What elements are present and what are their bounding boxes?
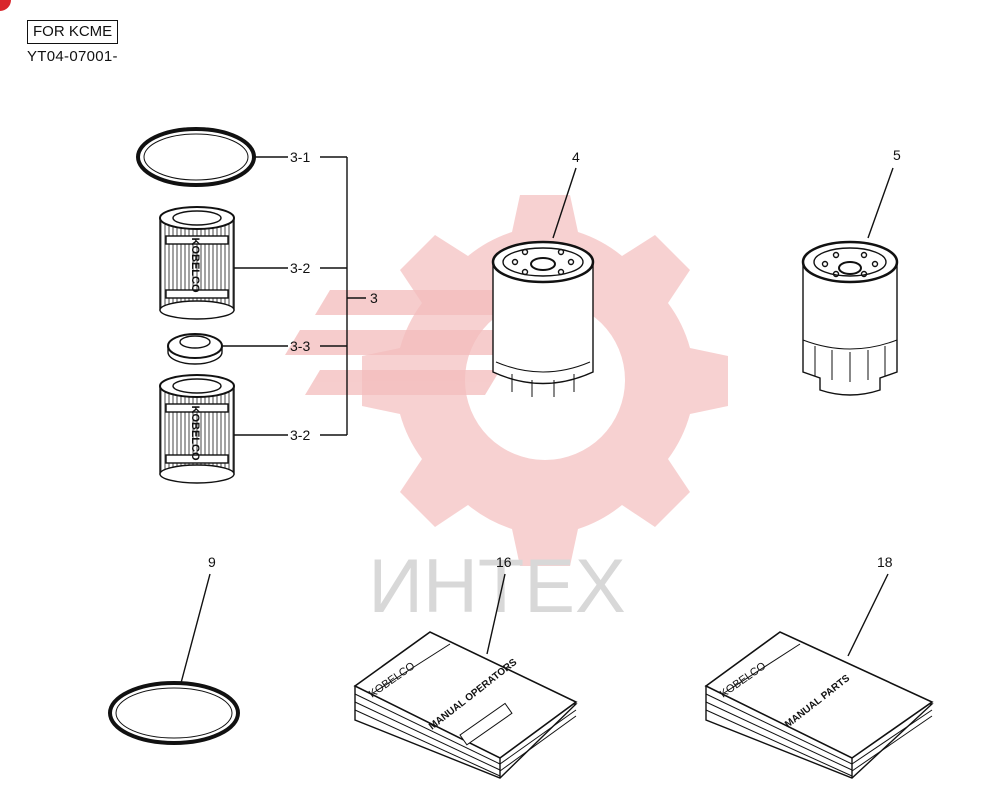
- part-3-2-filter-element-upper: [159, 206, 288, 320]
- part-4-oil-filter: [491, 167, 595, 397]
- part-3-3-seal: [167, 333, 288, 365]
- callout-5: 5: [893, 147, 901, 163]
- part-5-fuel-filter: [801, 167, 899, 396]
- watermark-text: ИНТЕХ: [368, 544, 625, 629]
- callout-16: 16: [496, 554, 512, 570]
- serial-range: YT04-07001-: [27, 48, 118, 65]
- callout-3-2-upper: 3-2: [290, 260, 310, 276]
- watermark: ИНТЕХ: [285, 195, 728, 629]
- variant-box: FOR KCME: [27, 20, 119, 44]
- part-16-operators-manual: [353, 573, 578, 779]
- corner-badge: [0, 0, 11, 11]
- part-18-parts-manual: [704, 573, 934, 779]
- watermark-gear-icon: [362, 195, 728, 566]
- callout-4: 4: [572, 149, 580, 165]
- callout-3-2-lower: 3-2: [290, 427, 310, 443]
- watermark-stripes: [285, 290, 520, 395]
- part-9-o-ring: [108, 573, 240, 745]
- callout-3-3: 3-3: [290, 338, 310, 354]
- element-brand-upper: KOBELCO: [189, 238, 201, 293]
- bracket-3: [320, 156, 366, 436]
- callout-3: 3: [370, 290, 378, 306]
- part-3-2-filter-element-lower: [159, 374, 288, 484]
- callout-3-1: 3-1: [290, 149, 310, 165]
- element-brand-lower: KOBELCO: [189, 406, 201, 461]
- part-3-1-o-ring: [136, 127, 288, 187]
- callout-9: 9: [208, 554, 216, 570]
- callout-18: 18: [877, 554, 893, 570]
